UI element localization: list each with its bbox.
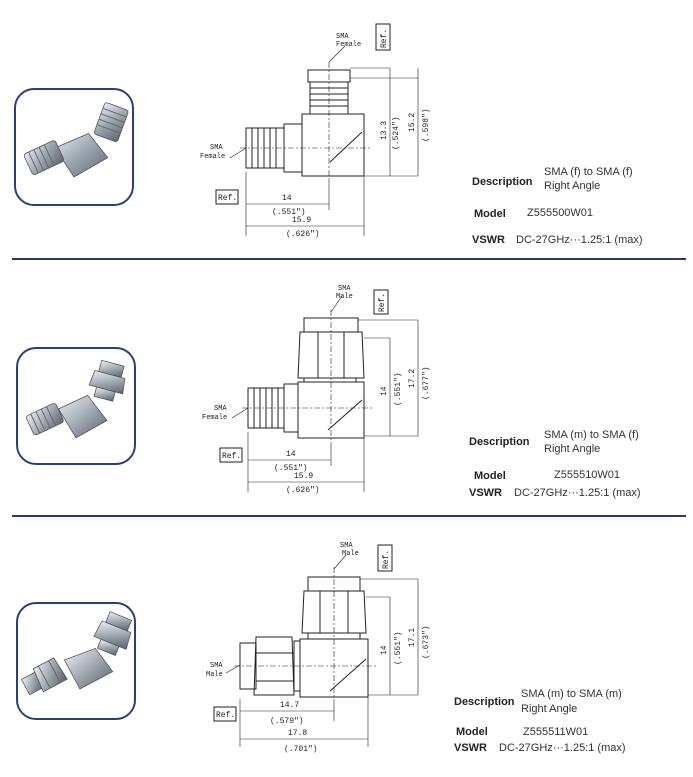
dim-h1-in: (.551") <box>272 208 306 217</box>
technical-drawing: SMA Male SMA Female Ref. Ref. 14 (.551")… <box>190 280 450 500</box>
dim-h1-in: (.551") <box>274 464 308 473</box>
technical-drawing: SMA Female SMA Female Ref. Ref. 14 (.551… <box>190 20 450 245</box>
dim-h1: 14 <box>282 194 292 203</box>
dim-v1-in: (.524") <box>392 116 401 150</box>
model-label: Model <box>474 470 506 482</box>
description-line2: Right Angle <box>521 703 578 715</box>
dim-h1: 14.7 <box>280 701 299 710</box>
dim-h2-in: (.626") <box>286 230 320 239</box>
dim-h2-in: (.701") <box>284 745 318 754</box>
label-left-connector: SMA <box>214 405 227 413</box>
vswr-value: DC-27GHz···1.25:1 (max) <box>516 234 643 246</box>
ref-label-top: Ref. <box>382 550 391 569</box>
vswr-label: VSWR <box>454 742 487 754</box>
dim-h2-in: (.626") <box>286 486 320 495</box>
dim-v2-in: (.677") <box>422 366 431 400</box>
dim-v1: 13.3 <box>380 121 389 140</box>
vswr-value: DC-27GHz···1.25:1 (max) <box>514 487 641 499</box>
description-line2: Right Angle <box>544 180 601 192</box>
label-top-connector: SMA <box>336 33 349 41</box>
label-left-connector: SMA <box>210 662 223 670</box>
spec-block: Description SMA (f) to SMA (f) Right Ang… <box>472 166 687 251</box>
technical-drawing: SMA Male SMA Male Ref. Ref. 14.7 (.579")… <box>190 535 450 760</box>
model-number: Z555500W01 <box>527 207 594 219</box>
description-line1: SMA (m) to SMA (f) <box>544 429 639 441</box>
ref-label-top: Ref. <box>378 293 387 312</box>
product-photo <box>16 602 136 720</box>
dim-v2: 17.2 <box>408 369 417 388</box>
dim-h2: 15.9 <box>294 472 313 481</box>
dim-h2: 15.9 <box>292 216 311 225</box>
label-top-connector: SMA <box>340 542 353 550</box>
description-line2: Right Angle <box>544 443 601 455</box>
description-line1: SMA (m) to SMA (m) <box>521 688 622 700</box>
dim-v2-in: (.598") <box>422 108 431 142</box>
label-left-connector-gender: Male <box>206 671 223 679</box>
label-top-connector-gender: Male <box>336 293 353 301</box>
vswr-label: VSWR <box>472 234 505 246</box>
section-divider <box>12 515 686 517</box>
dim-v2: 15.2 <box>408 113 417 132</box>
dim-v2: 17.1 <box>408 628 417 647</box>
vswr-value: DC-27GHz···1.25:1 (max) <box>499 742 626 754</box>
product-photo <box>14 88 134 206</box>
label-top-connector: SMA <box>338 285 351 293</box>
dim-v1-in: (.551") <box>394 631 403 665</box>
vswr-label: VSWR <box>469 487 502 499</box>
label-left-connector-gender: Female <box>202 414 227 422</box>
description-label: Description <box>454 696 515 708</box>
description-label: Description <box>472 176 533 188</box>
label-top-connector-gender: Female <box>336 41 361 49</box>
ref-label-left: Ref. <box>218 194 237 203</box>
dim-h2: 17.8 <box>288 729 307 738</box>
dim-v1: 14 <box>380 386 389 396</box>
dim-v1: 14 <box>380 645 389 655</box>
dim-h1-in: (.579") <box>270 717 304 726</box>
dim-v1-in: (.551") <box>394 372 403 406</box>
description-line1: SMA (f) to SMA (f) <box>544 166 633 178</box>
spec-block: Description SMA (m) to SMA (f) Right Ang… <box>468 429 688 509</box>
label-left-connector-gender: Female <box>200 153 225 161</box>
dim-v2-in: (.673") <box>422 625 431 659</box>
model-number: Z555510W01 <box>554 469 621 481</box>
product-photo <box>16 347 136 465</box>
model-label: Model <box>474 208 506 220</box>
ref-label-left: Ref. <box>216 711 235 720</box>
model-label: Model <box>456 726 488 738</box>
description-label: Description <box>469 436 530 448</box>
dim-h1: 14 <box>286 450 296 459</box>
section-divider <box>12 258 686 260</box>
label-top-connector-gender: Male <box>342 550 359 558</box>
ref-label-top: Ref. <box>380 29 389 48</box>
spec-block: Description SMA (m) to SMA (m) Right Ang… <box>454 688 688 768</box>
ref-label-left: Ref. <box>222 452 241 461</box>
model-number: Z555511W01 <box>523 726 589 738</box>
label-left-connector: SMA <box>210 144 223 152</box>
